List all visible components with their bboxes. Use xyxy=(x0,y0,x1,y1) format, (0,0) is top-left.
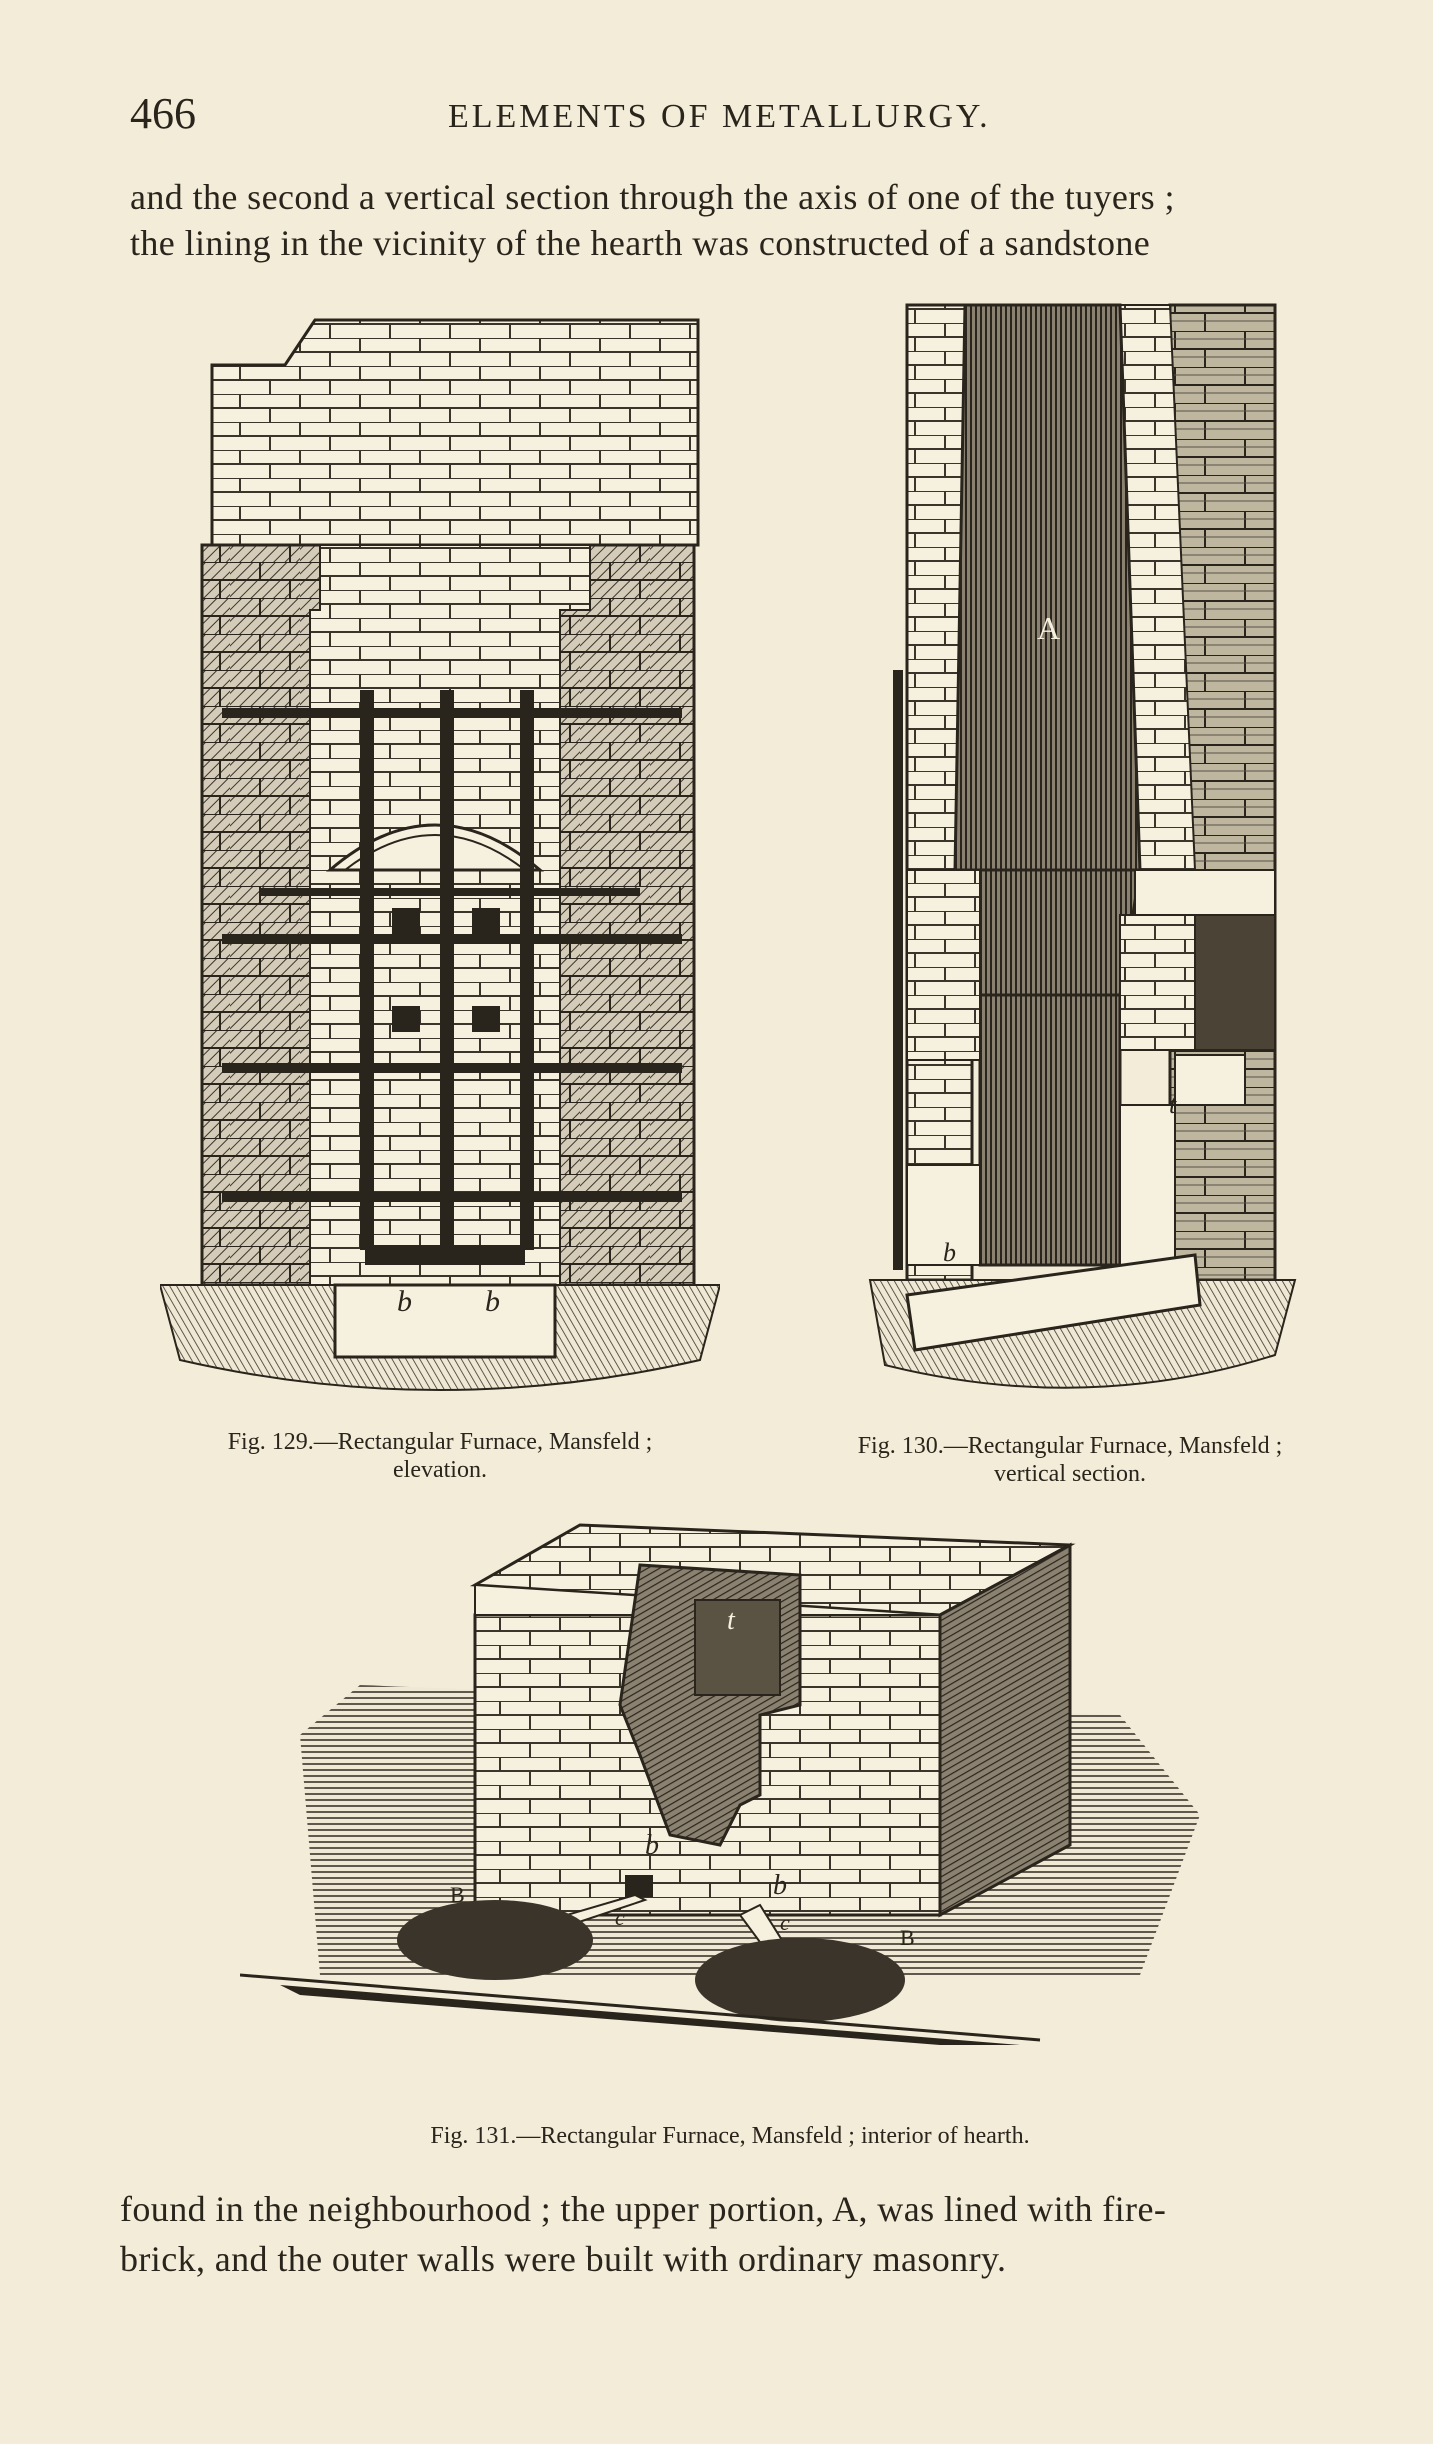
label-c-right: c xyxy=(780,1910,790,1935)
label-c-left: c xyxy=(615,1905,625,1930)
figure-131-interior-of-hearth: t b b B B c c xyxy=(240,1505,1220,2105)
label-B-left: B xyxy=(450,1882,465,1907)
figure-130-caption: Fig. 130.—Rectangular Furnace, Mansfeld … xyxy=(770,1432,1370,1488)
figure-131-caption: Fig. 131.—Rectangular Furnace, Mansfeld … xyxy=(430,2123,1030,2149)
figure-130-vertical-section: A t b xyxy=(865,295,1305,1425)
caption-line: elevation. xyxy=(393,1457,487,1483)
label-b-left: b xyxy=(645,1830,659,1861)
caption-line: Fig. 129.—Rectangular Furnace, Mansfeld … xyxy=(227,1429,653,1455)
page-number: 466 xyxy=(130,89,196,138)
caption-line: Fig. 130.—Rectangular Furnace, Mansfeld … xyxy=(857,1433,1283,1459)
body-text-line-2: the lining in the vicinity of the hearth… xyxy=(130,223,1151,263)
label-t: t xyxy=(1169,1090,1177,1119)
label-b-left: b xyxy=(397,1285,412,1318)
running-title: ELEMENTS OF METALLURGY. xyxy=(448,98,991,135)
label-B-right: B xyxy=(900,1925,915,1950)
label-b-right: b xyxy=(485,1285,500,1318)
figure-129-elevation: b b xyxy=(160,310,720,1410)
label-b-right: b xyxy=(773,1870,787,1901)
caption-line: vertical section. xyxy=(994,1461,1146,1487)
body-text-line-3: found in the neighbourhood ; the upper p… xyxy=(120,2189,1167,2229)
body-text-line-1: and the second a vertical section throug… xyxy=(130,177,1175,217)
label-A: A xyxy=(1037,610,1061,646)
label-b: b xyxy=(943,1238,956,1267)
body-text-line-4: brick, and the outer walls were built wi… xyxy=(120,2239,1007,2279)
figure-129-caption: Fig. 129.—Rectangular Furnace, Mansfeld … xyxy=(160,1428,720,1484)
label-t: t xyxy=(727,1605,735,1636)
